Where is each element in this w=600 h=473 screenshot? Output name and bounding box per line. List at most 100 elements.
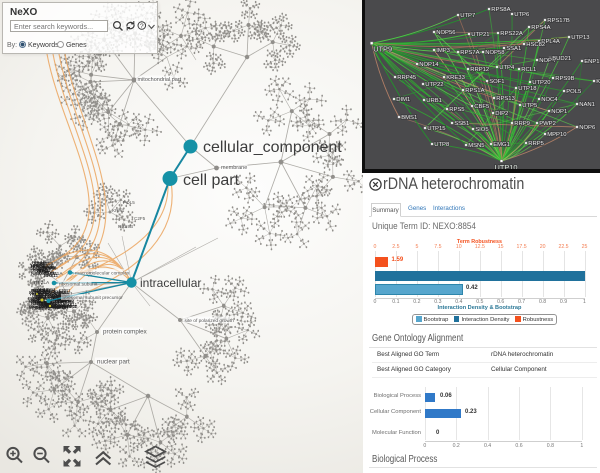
svg-text:NOP12: NOP12 bbox=[38, 294, 53, 299]
svg-text:RPL25: RPL25 bbox=[40, 261, 54, 266]
svg-text:RPS7A: RPS7A bbox=[460, 50, 479, 56]
svg-text:NOP6: NOP6 bbox=[579, 125, 596, 131]
svg-text:RPS9B: RPS9B bbox=[118, 224, 133, 229]
svg-text:HAS1: HAS1 bbox=[63, 299, 75, 304]
svg-text:RPL8A: RPL8A bbox=[31, 288, 45, 293]
svg-text:NOC4: NOC4 bbox=[541, 97, 558, 103]
svg-text:TIF6: TIF6 bbox=[39, 268, 49, 273]
svg-text:PRP43: PRP43 bbox=[42, 302, 56, 307]
svg-text:MPP10: MPP10 bbox=[547, 132, 567, 138]
svg-text:NOP7: NOP7 bbox=[60, 304, 73, 309]
svg-text:RPL5: RPL5 bbox=[41, 300, 53, 305]
svg-text:NOG2: NOG2 bbox=[61, 300, 74, 305]
svg-text:PUF6: PUF6 bbox=[29, 290, 41, 295]
svg-text:LSG1: LSG1 bbox=[31, 268, 43, 273]
svg-text:SSB1: SSB1 bbox=[454, 121, 469, 127]
svg-text:RPS1A: RPS1A bbox=[465, 88, 484, 94]
svg-text:MRT4: MRT4 bbox=[29, 305, 41, 310]
svg-text:RPL4A: RPL4A bbox=[541, 39, 560, 45]
svg-text:NOP4: NOP4 bbox=[55, 304, 68, 309]
svg-text:RPS4A: RPS4A bbox=[531, 25, 550, 31]
svg-text:UTP18: UTP18 bbox=[518, 86, 537, 92]
svg-text:RRS1: RRS1 bbox=[43, 302, 55, 307]
svg-text:NOP1: NOP1 bbox=[551, 109, 567, 115]
svg-text:RRP14: RRP14 bbox=[28, 296, 43, 301]
svg-text:BRX1: BRX1 bbox=[29, 304, 41, 309]
svg-text:NSA2: NSA2 bbox=[31, 299, 43, 304]
svg-text:EBP2: EBP2 bbox=[54, 290, 66, 295]
svg-text:RPL10: RPL10 bbox=[36, 294, 50, 299]
svg-text:NMD3: NMD3 bbox=[37, 261, 50, 266]
svg-text:LSG1: LSG1 bbox=[33, 263, 45, 268]
svg-text:ARX1: ARX1 bbox=[39, 288, 51, 293]
svg-text:RPL24A: RPL24A bbox=[37, 298, 53, 303]
svg-text:NSA2: NSA2 bbox=[31, 271, 43, 276]
svg-text:YTM1: YTM1 bbox=[29, 292, 41, 297]
svg-text:ARX1: ARX1 bbox=[37, 268, 49, 273]
svg-text:RPF2: RPF2 bbox=[42, 269, 54, 274]
svg-text:RPS5: RPS5 bbox=[449, 107, 465, 113]
svg-text:MAK11: MAK11 bbox=[44, 273, 59, 278]
svg-text:ENP1: ENP1 bbox=[584, 59, 599, 65]
svg-text:RPF2: RPF2 bbox=[33, 267, 45, 272]
svg-text:NSA2: NSA2 bbox=[32, 295, 44, 300]
svg-text:MAK11: MAK11 bbox=[63, 302, 78, 307]
svg-text:SPB4: SPB4 bbox=[43, 289, 55, 294]
svg-text:NSA1: NSA1 bbox=[61, 303, 73, 308]
svg-text:membrane: membrane bbox=[221, 165, 247, 171]
svg-text:NAN1: NAN1 bbox=[579, 102, 595, 108]
svg-text:TIF6: TIF6 bbox=[39, 304, 49, 309]
svg-text:HAS1: HAS1 bbox=[33, 288, 45, 293]
svg-text:SDO1: SDO1 bbox=[36, 292, 49, 297]
svg-text:DBP2: DBP2 bbox=[50, 301, 62, 306]
svg-text:NMD3: NMD3 bbox=[31, 301, 44, 306]
svg-text:RLP7: RLP7 bbox=[39, 270, 51, 275]
svg-text:UTP22: UTP22 bbox=[425, 82, 443, 88]
svg-text:RPL5: RPL5 bbox=[37, 269, 49, 274]
svg-text:SSF1: SSF1 bbox=[45, 290, 57, 295]
svg-text:UTP8: UTP8 bbox=[434, 142, 450, 148]
svg-text:EMG1: EMG1 bbox=[493, 142, 510, 148]
svg-text:NMD3: NMD3 bbox=[44, 265, 57, 270]
svg-text:BUD20: BUD20 bbox=[35, 290, 50, 295]
svg-text:EBP2: EBP2 bbox=[39, 306, 51, 311]
svg-text:DBP2: DBP2 bbox=[55, 300, 67, 305]
svg-text:NOC3: NOC3 bbox=[51, 299, 64, 304]
svg-text:PRP43: PRP43 bbox=[57, 304, 71, 309]
svg-text:cellular_component: cellular_component bbox=[203, 139, 342, 156]
svg-text:1-PS1A: 1-PS1A bbox=[46, 271, 63, 277]
svg-text:RPL10: RPL10 bbox=[32, 260, 46, 265]
svg-text:RPF1: RPF1 bbox=[53, 291, 65, 296]
svg-text:SIO5: SIO5 bbox=[475, 127, 489, 133]
svg-text:ribosomal subunit: ribosomal subunit bbox=[59, 282, 98, 288]
svg-text:PWP2: PWP2 bbox=[539, 121, 556, 127]
svg-text:MSN5: MSN5 bbox=[468, 143, 485, 149]
svg-text:RRP14: RRP14 bbox=[45, 301, 60, 306]
svg-text:C2F5: C2F5 bbox=[134, 216, 146, 221]
svg-text:DBP10: DBP10 bbox=[33, 296, 47, 301]
svg-text:Sund0HCUP4: Sund0HCUP4 bbox=[46, 304, 76, 310]
svg-text:NOP7: NOP7 bbox=[32, 288, 45, 293]
svg-text:URB1: URB1 bbox=[426, 98, 442, 104]
svg-text:NMD3: NMD3 bbox=[59, 299, 72, 304]
svg-text:POL5: POL5 bbox=[566, 89, 582, 95]
svg-text:RPL5: RPL5 bbox=[36, 267, 48, 272]
svg-text:UTP7: UTP7 bbox=[460, 13, 475, 19]
svg-text:MAK11: MAK11 bbox=[43, 271, 58, 276]
svg-text:BUD20: BUD20 bbox=[41, 296, 56, 301]
svg-text:RPS8A: RPS8A bbox=[491, 7, 510, 13]
svg-text:RPL8A: RPL8A bbox=[50, 292, 64, 297]
svg-text:MAK5: MAK5 bbox=[49, 293, 62, 298]
svg-text:LOC1: LOC1 bbox=[49, 289, 61, 294]
svg-text:UTP9: UTP9 bbox=[373, 45, 392, 54]
svg-text:NOP16: NOP16 bbox=[39, 303, 54, 308]
svg-text:cell part: cell part bbox=[183, 172, 240, 189]
svg-text:RRP9: RRP9 bbox=[514, 121, 530, 127]
svg-text:NSA1: NSA1 bbox=[35, 295, 47, 300]
svg-text:SSF1: SSF1 bbox=[29, 299, 41, 304]
svg-text:YVH1: YVH1 bbox=[44, 292, 56, 297]
svg-text:PUF6: PUF6 bbox=[34, 294, 46, 299]
svg-text:KR: KR bbox=[596, 79, 600, 85]
svg-text:RLP7: RLP7 bbox=[35, 301, 47, 306]
svg-text:RRS1: RRS1 bbox=[57, 290, 69, 295]
